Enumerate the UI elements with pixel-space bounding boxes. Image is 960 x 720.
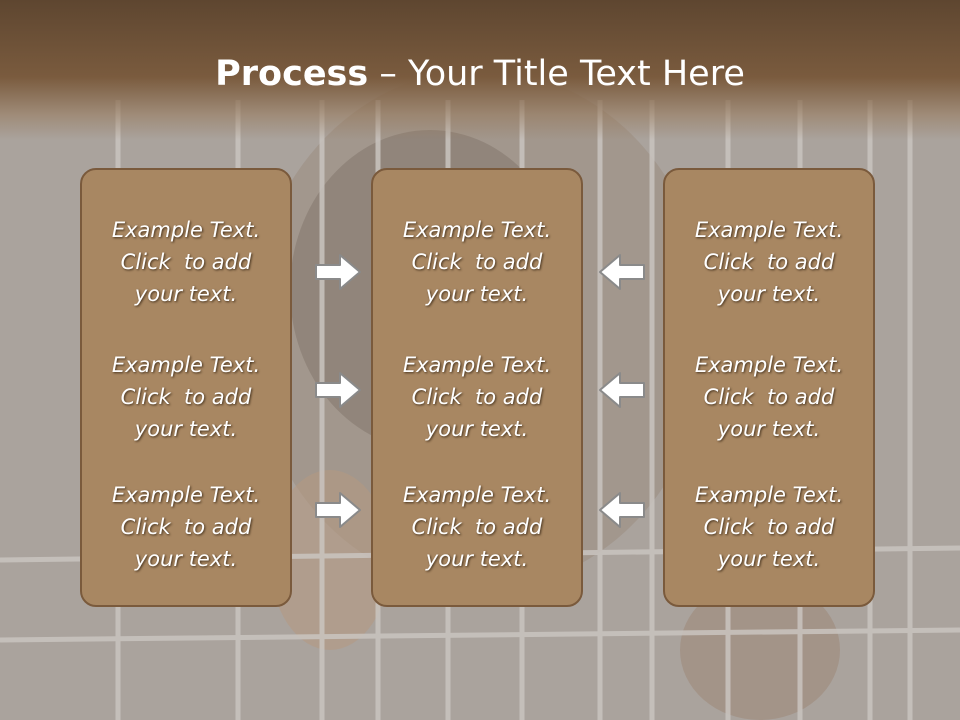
text-block[interactable]: Example Text. Click to add your text. [373, 479, 581, 575]
text-line: Example Text. [694, 218, 844, 242]
title-rest: – Your Title Text Here [368, 54, 745, 94]
text-line: Click to add [703, 515, 835, 539]
text-block[interactable]: Example Text. Click to add your text. [82, 349, 290, 445]
right-arrow-icon [315, 492, 361, 528]
text-line: your text. [717, 282, 821, 306]
text-line: your text. [134, 417, 238, 441]
left-arrow-icon [599, 254, 645, 290]
text-line: your text. [717, 417, 821, 441]
text-line: your text. [425, 417, 529, 441]
text-line: your text. [134, 547, 238, 571]
text-line: Click to add [411, 515, 543, 539]
text-line: Click to add [120, 515, 252, 539]
text-line: Example Text. [402, 353, 552, 377]
text-line: your text. [425, 547, 529, 571]
text-line: Example Text. [694, 483, 844, 507]
title-bold: Process [215, 54, 369, 94]
text-line: Example Text. [402, 218, 552, 242]
left-arrow-icon [599, 492, 645, 528]
left-arrow-icon [599, 372, 645, 408]
text-block[interactable]: Example Text. Click to add your text. [82, 214, 290, 310]
process-box-right[interactable]: Example Text. Click to add your text. Ex… [663, 168, 875, 607]
text-line: Click to add [120, 385, 252, 409]
text-block[interactable]: Example Text. Click to add your text. [665, 349, 873, 445]
text-line: Example Text. [111, 353, 261, 377]
text-line: Example Text. [111, 483, 261, 507]
process-box-middle[interactable]: Example Text. Click to add your text. Ex… [371, 168, 583, 607]
slide-title[interactable]: Process – Your Title Text Here [0, 52, 960, 96]
text-line: Click to add [411, 250, 543, 274]
right-arrow-icon [315, 372, 361, 408]
text-block[interactable]: Example Text. Click to add your text. [665, 214, 873, 310]
text-line: your text. [717, 547, 821, 571]
text-line: Click to add [120, 250, 252, 274]
text-line: Click to add [411, 385, 543, 409]
text-line: Example Text. [402, 483, 552, 507]
text-line: Click to add [703, 250, 835, 274]
text-line: your text. [425, 282, 529, 306]
text-line: your text. [134, 282, 238, 306]
title-band [0, 0, 960, 140]
process-box-left[interactable]: Example Text. Click to add your text. Ex… [80, 168, 292, 607]
text-block[interactable]: Example Text. Click to add your text. [665, 479, 873, 575]
right-arrow-icon [315, 254, 361, 290]
text-line: Click to add [703, 385, 835, 409]
text-block[interactable]: Example Text. Click to add your text. [373, 214, 581, 310]
text-block[interactable]: Example Text. Click to add your text. [82, 479, 290, 575]
text-line: Example Text. [111, 218, 261, 242]
text-block[interactable]: Example Text. Click to add your text. [373, 349, 581, 445]
text-line: Example Text. [694, 353, 844, 377]
